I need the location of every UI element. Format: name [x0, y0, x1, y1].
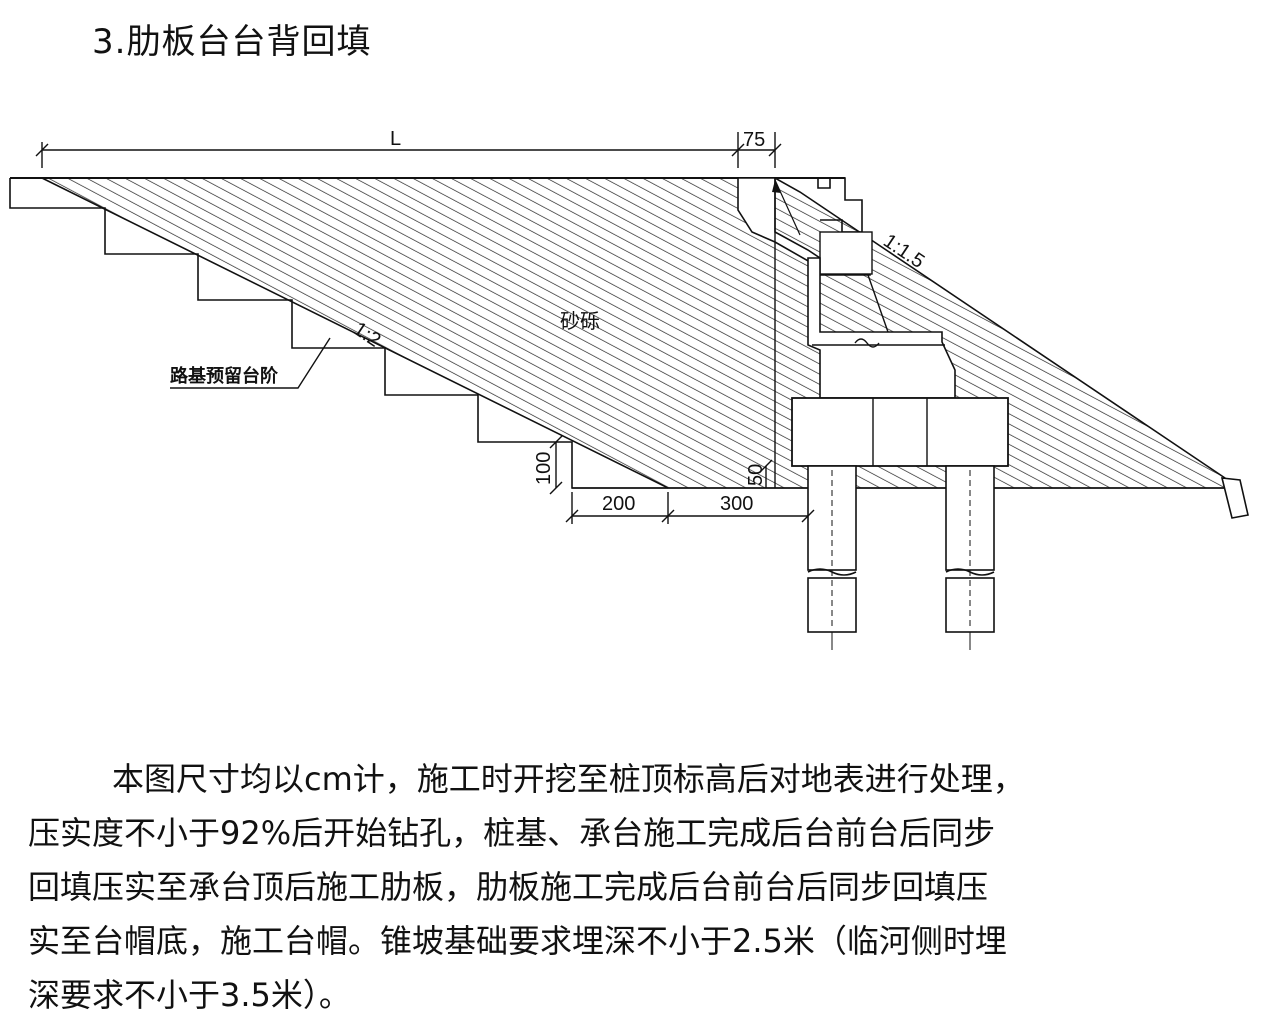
dim-100-label: 100	[533, 452, 555, 485]
backfill-section-drawing: L 75 1:2 1:1.5 砂砾 路基预留台阶 100 50 200 300	[9, 128, 1249, 650]
subgrade-steps	[9, 178, 668, 489]
description-line: 回填压实至承台顶后施工肋板，肋板施工完成后台前台后同步回填压	[28, 868, 989, 906]
cone-slope-toe	[1220, 477, 1249, 519]
page-title: 3.肋板台台背回填	[92, 22, 372, 62]
dim-50-label: 50	[745, 464, 767, 486]
description-line: 实至台帽底，施工台帽。锥坡基础要求埋深不小于2.5米（临河侧时埋	[28, 922, 1007, 960]
dimension-50	[759, 459, 773, 488]
dimension-100	[549, 435, 563, 495]
description-line: 本图尺寸均以cm计，施工时开挖至桩顶标高后对地表进行处理，	[112, 760, 1025, 798]
pile-left	[807, 465, 857, 650]
step-label: 路基预留台阶	[170, 365, 279, 387]
dim-75-label: 75	[743, 129, 765, 151]
dim-200-label: 200	[602, 493, 635, 515]
description: 本图尺寸均以cm计，施工时开挖至桩顶标高后对地表进行处理， 压实度不小于92%后…	[28, 752, 1258, 1022]
description-line: 压实度不小于92%后开始钻孔，桩基、承台施工完成后台前台后同步	[28, 814, 996, 852]
dim-L-label: L	[390, 128, 401, 150]
pile-right	[945, 465, 995, 650]
description-line: 深要求不小于3.5米）。	[28, 976, 351, 1014]
pile-cap	[791, 397, 1009, 467]
dimension-L	[35, 132, 782, 168]
dimension-200-300	[565, 492, 815, 524]
dim-300-label: 300	[720, 493, 753, 515]
backfill-area	[41, 177, 1226, 489]
rib-plate	[807, 257, 956, 399]
material-label: 砂砾	[560, 309, 600, 333]
